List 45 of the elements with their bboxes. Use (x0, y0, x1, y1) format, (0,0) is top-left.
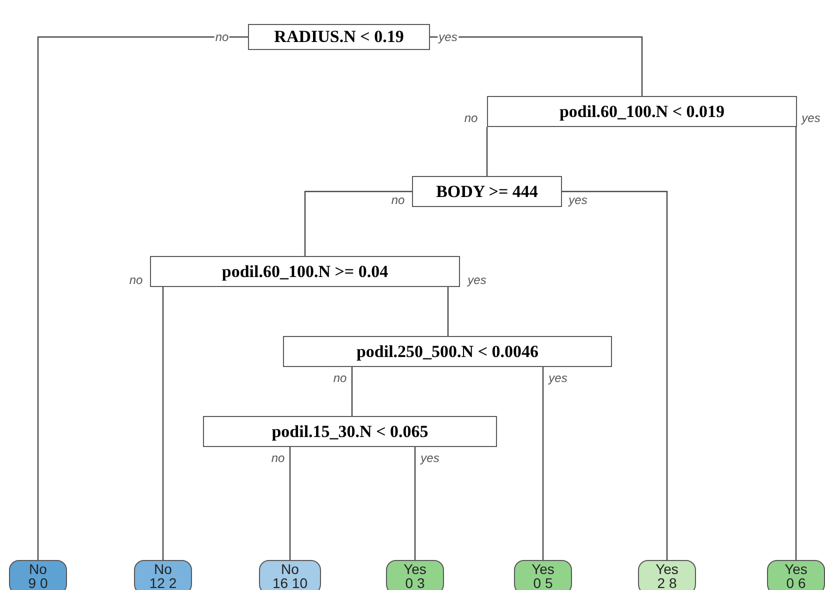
class-counts: 0 6 (786, 576, 806, 590)
class-label: No (29, 562, 47, 576)
connector-line (351, 367, 353, 416)
class-label: Yes (532, 562, 554, 576)
connector-line (430, 36, 643, 96)
split-rule: BODY >= 444 (436, 180, 538, 203)
split-rule: RADIUS.N < 0.19 (274, 26, 404, 48)
split-box (412, 176, 562, 207)
split-box (283, 336, 612, 367)
connector-line (486, 127, 488, 176)
class-counts: 0 3 (405, 576, 425, 590)
class-label: No (154, 562, 172, 576)
connector-line (37, 36, 248, 560)
connector-line (304, 190, 412, 256)
leaf-node (9, 560, 67, 590)
class-counts: 12 2 (149, 576, 177, 590)
connector-line (414, 447, 416, 560)
leaf-node (134, 560, 192, 590)
split-rule: podil.15_30.N < 0.065 (272, 420, 428, 443)
leaf-node (514, 560, 572, 590)
split-box (248, 24, 430, 50)
class-label: Yes (784, 562, 808, 576)
class-label: Yes (656, 562, 678, 576)
leaf-node (767, 560, 825, 590)
connector-line (289, 447, 291, 560)
split-box (203, 416, 497, 447)
split-box (150, 256, 460, 287)
class-counts: 0 5 (533, 576, 553, 590)
class-counts: 2 8 (657, 576, 677, 590)
class-counts: 16 10 (272, 576, 308, 590)
leaf-node (259, 560, 321, 590)
connector-line (562, 190, 668, 560)
class-label: No (281, 562, 299, 576)
connector-line (795, 127, 797, 560)
connector-line (542, 367, 544, 560)
split-box (487, 96, 797, 127)
class-counts: 9 0 (28, 576, 48, 590)
class-label: Yes (404, 562, 426, 576)
connector-line (447, 287, 449, 336)
connector-line (162, 287, 164, 560)
leaf-node (386, 560, 444, 590)
split-rule: podil.60_100.N >= 0.04 (222, 260, 388, 283)
split-rule: podil.60_100.N < 0.019 (559, 100, 725, 123)
leaf-node (638, 560, 696, 590)
split-rule: podil.250_500.N < 0.0046 (356, 340, 539, 363)
